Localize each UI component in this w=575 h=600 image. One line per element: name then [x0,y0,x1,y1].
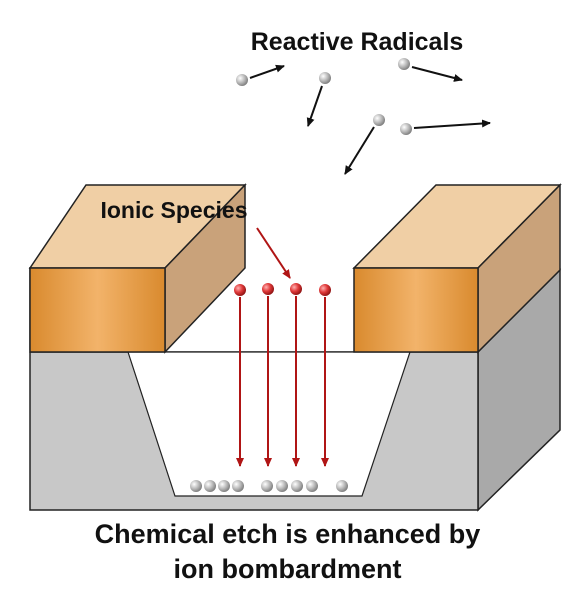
radical-arrow [306,85,323,127]
radical-particle [218,480,230,492]
ions [234,283,331,467]
ionic-species-label: Ionic Species [100,197,247,223]
mask-block-right [352,183,562,354]
radical-particle [276,480,288,492]
radical-particle [400,123,412,135]
radical-particle [204,480,216,492]
mask-right-front [353,267,479,353]
radical-arrow [411,66,463,82]
trench-bottom-radicals [190,480,348,492]
radical-arrow [413,119,491,129]
radical-particle [373,114,385,126]
ion-particle [262,283,274,295]
radical-particle [306,480,318,492]
mask-block-left [28,183,247,354]
substrate [29,267,561,512]
radical-particle [336,480,348,492]
radical-particle [319,72,331,84]
radical-particle [190,480,202,492]
ion-particle [290,283,302,295]
radical-particle [232,480,244,492]
radical-arrow [249,64,285,79]
radical-arrow [344,126,375,175]
radical-particle [236,74,248,86]
caption-line-1: Chemical etch is enhanced by [94,519,481,549]
ion-particle [234,284,246,296]
caption-line-2: ion bombardment [173,554,402,584]
radical-particle [291,480,303,492]
radical-particle [261,480,273,492]
mask-left-front [29,267,166,353]
ionic-species-pointer-arrow [256,227,291,279]
gas-phase-radicals [236,58,491,175]
reactive-radicals-label: Reactive Radicals [251,28,464,56]
ion-particle [319,284,331,296]
radical-particle [398,58,410,70]
